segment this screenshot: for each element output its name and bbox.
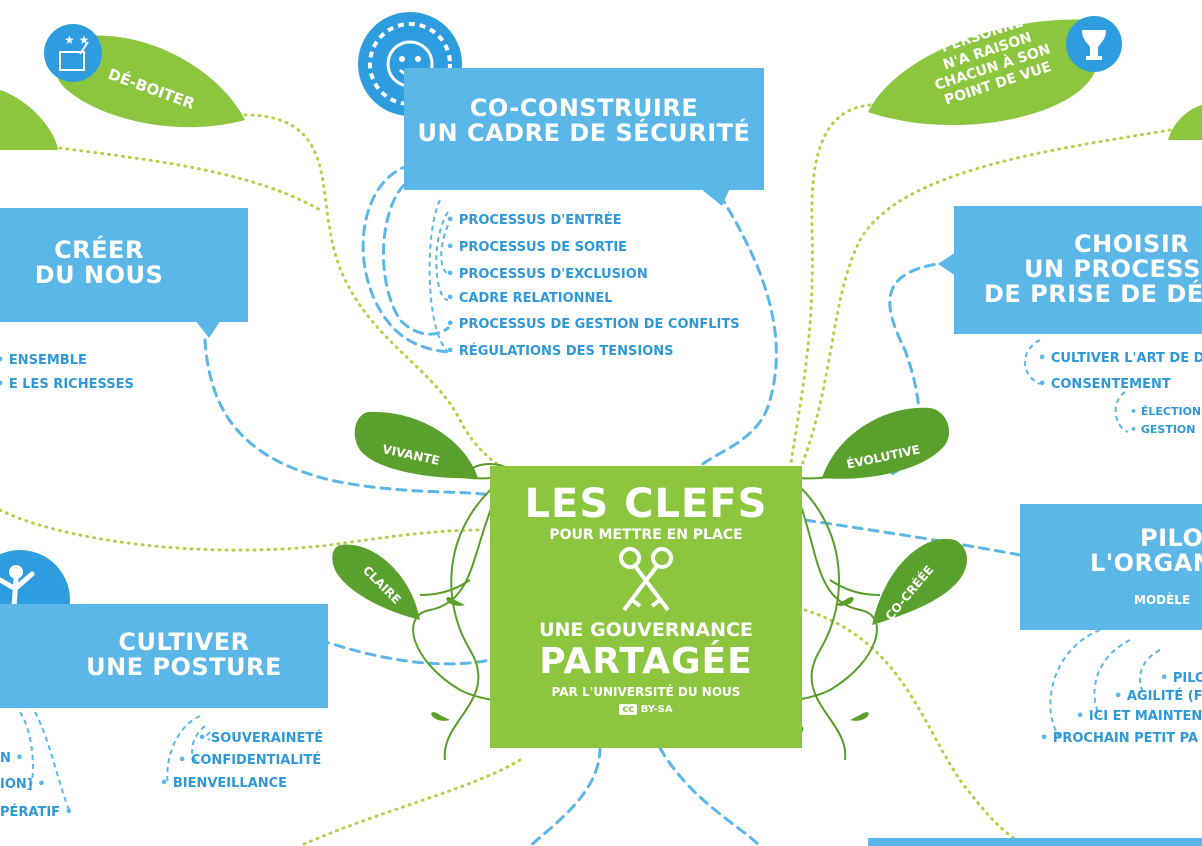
cc-icon: cc [619, 704, 638, 715]
cultiver-line-2: UNE POSTURE [86, 653, 282, 682]
center-line-5: PAR L'UNIVERSITÉ DU NOUS [551, 685, 741, 699]
list-item: ICI ET MAINTEN [1076, 710, 1202, 723]
list-item: PROCESSUS DE GESTION DE CONFLITS [446, 318, 740, 331]
box-magic-icon: ★ ★ [44, 24, 102, 82]
piloter-sub: MODÈLE [1134, 593, 1191, 608]
list-item: ION] [0, 778, 46, 791]
list-item: AGILITÉ (F [1114, 690, 1202, 703]
list-item: PROCESSUS D'ENTRÉE [446, 214, 622, 227]
piloter-line-1: PILO [1140, 524, 1202, 552]
list-item: PÉRATIF [0, 806, 73, 819]
center-title: LES CLEFS [524, 481, 768, 527]
list-item: BIENVEILLANCE [160, 777, 287, 790]
piloter-line-2: L'ORGAN [1090, 549, 1202, 578]
choisir-line-3: DE PRISE DE DÉC [984, 280, 1202, 309]
list-item: PROCESSUS DE SORTIE [446, 241, 627, 254]
list-item: PROCESSUS D'EXCLUSION [446, 268, 648, 281]
list-item: SOUVERAINETÉ [198, 732, 323, 745]
svg-text:★ ★: ★ ★ [64, 33, 89, 47]
list-item: CADRE RELATIONNEL [446, 292, 613, 305]
center-title-panel: LES CLEFS POUR METTRE EN PLACE UNE GOUVE… [490, 466, 802, 748]
list-item: PILO [1160, 672, 1202, 685]
box-cultiver: CULTIVER UNE POSTURE [0, 604, 328, 708]
center-line-4: PARTAGÉE [539, 641, 753, 682]
cultiver-line-1: CULTIVER [118, 628, 250, 656]
vase-faces-icon [1066, 16, 1122, 72]
list-item: CONFIDENTIALITÉ [178, 754, 321, 767]
coconstruire-line-2: UN CADRE DE SÉCURITÉ [417, 119, 751, 148]
list-item: CULTIVER L'ART DE D [1038, 352, 1202, 365]
box-choisir: CHOISIR UN PROCESSUS DE PRISE DE DÉC [954, 206, 1202, 334]
coconstruire-pointer [700, 188, 730, 206]
box-creer: CRÉER DU NOUS [0, 208, 248, 322]
license-label: BY-SA [640, 704, 673, 715]
choisir-line-2: UN PROCESSUS [1024, 255, 1202, 284]
choisir-line-1: CHOISIR [1074, 230, 1190, 258]
list-item: PROCHAIN PETIT PA [1040, 732, 1198, 745]
list-item: GESTION [1130, 424, 1196, 435]
list-item: CONSENTEMENT [1038, 378, 1171, 391]
creer-pointer [195, 320, 221, 338]
keys-icon [490, 544, 802, 618]
center-line-3: UNE GOUVERNANCE [539, 619, 753, 641]
list-item: ENSEMBLE [0, 354, 87, 367]
box-bottom-right [868, 838, 1202, 846]
license-row: cc BY-SA [490, 704, 802, 715]
list-item: E LES RICHESSES [0, 378, 134, 391]
list-item: RÉGULATIONS DES TENSIONS [446, 345, 674, 358]
list-item: ÉLECTION [1130, 406, 1201, 417]
box-piloter: PILO L'ORGAN MODÈLE [1020, 504, 1202, 630]
creer-line-1: CRÉER [54, 236, 144, 264]
creer-line-2: DU NOUS [34, 261, 164, 290]
coconstruire-line-1: CO-CONSTRUIRE [469, 94, 699, 122]
list-item: N [0, 752, 24, 765]
choisir-pointer [938, 252, 956, 276]
center-line-2: POUR METTRE EN PLACE [549, 527, 743, 543]
box-coconstruire: CO-CONSTRUIRE UN CADRE DE SÉCURITÉ [404, 68, 764, 190]
